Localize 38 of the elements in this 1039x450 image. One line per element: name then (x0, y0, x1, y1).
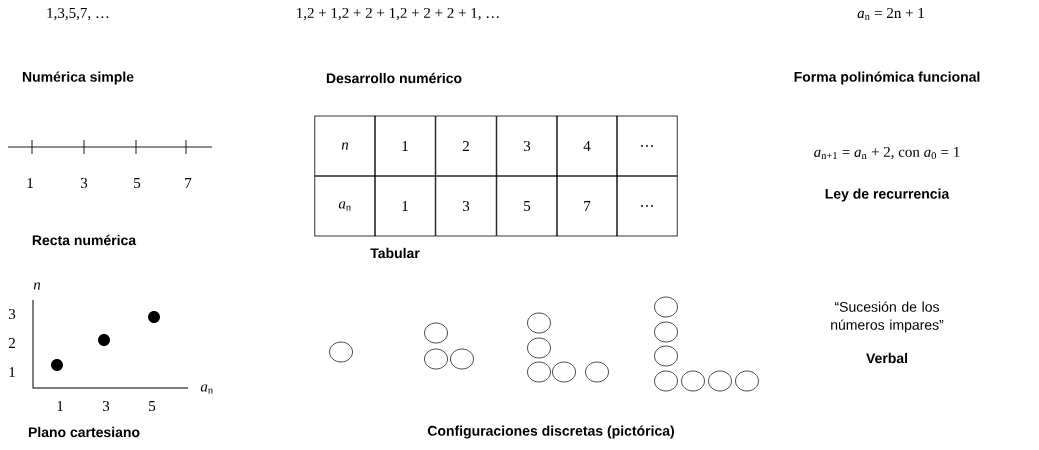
heading: Recta numérica (32, 234, 137, 246)
table-cell: 3 (496, 115, 558, 177)
heading: Ley de recurrencia (825, 188, 950, 202)
math-expression: a$_{n}$ = 2n + 1 (857, 7, 924, 21)
tick-label: 1 (9, 367, 15, 377)
table-cell: a$_{n}$ (314, 175, 376, 237)
axis-label: a$_{n}$ (200, 384, 213, 394)
heading: Forma polinómica funcional (794, 71, 980, 85)
heading: Numérica simple (22, 71, 134, 85)
heading: Verbal (866, 352, 908, 364)
heading: Plano cartesiano (28, 426, 140, 438)
math-expression: 1,3,5,7, … (47, 7, 109, 21)
tick-label: 1 (57, 401, 63, 411)
heading: Desarrollo numérico (326, 72, 462, 84)
table-cell: … (616, 175, 678, 237)
math-expression: a$_{n+1}$ = a$_{n}$ + 2, con a$_{0}$ = 1 (814, 146, 960, 160)
table-cell: 1 (374, 175, 436, 237)
tick-label: 3 (8, 308, 16, 320)
tick-label: 5 (149, 401, 156, 411)
table-cell: 2 (435, 115, 497, 177)
tick-label: 5 (134, 178, 141, 188)
tick-label: 3 (102, 400, 110, 412)
table-cell: … (616, 115, 678, 177)
axis-label: n (33, 282, 41, 290)
tick-label: 1 (27, 178, 33, 188)
table-cell: 3 (435, 175, 497, 237)
heading: Configuraciones discretas (pictórica) (427, 425, 674, 439)
math-expression: 1,2 + 1,2 + 2 + 1,2 + 2 + 2 + 1, … (297, 7, 499, 21)
tick-label: 7 (185, 178, 192, 188)
tick-label: 3 (80, 177, 88, 189)
quotation: “Sucesión de los números impares” (831, 301, 944, 333)
tick-label: 2 (8, 338, 15, 348)
table-cell: 5 (496, 175, 558, 237)
table-cell: 1 (374, 115, 436, 177)
table-cell: 7 (556, 175, 618, 237)
heading: Tabular (370, 247, 420, 259)
table-cell: n (314, 115, 376, 177)
table-cell: 4 (556, 115, 618, 177)
